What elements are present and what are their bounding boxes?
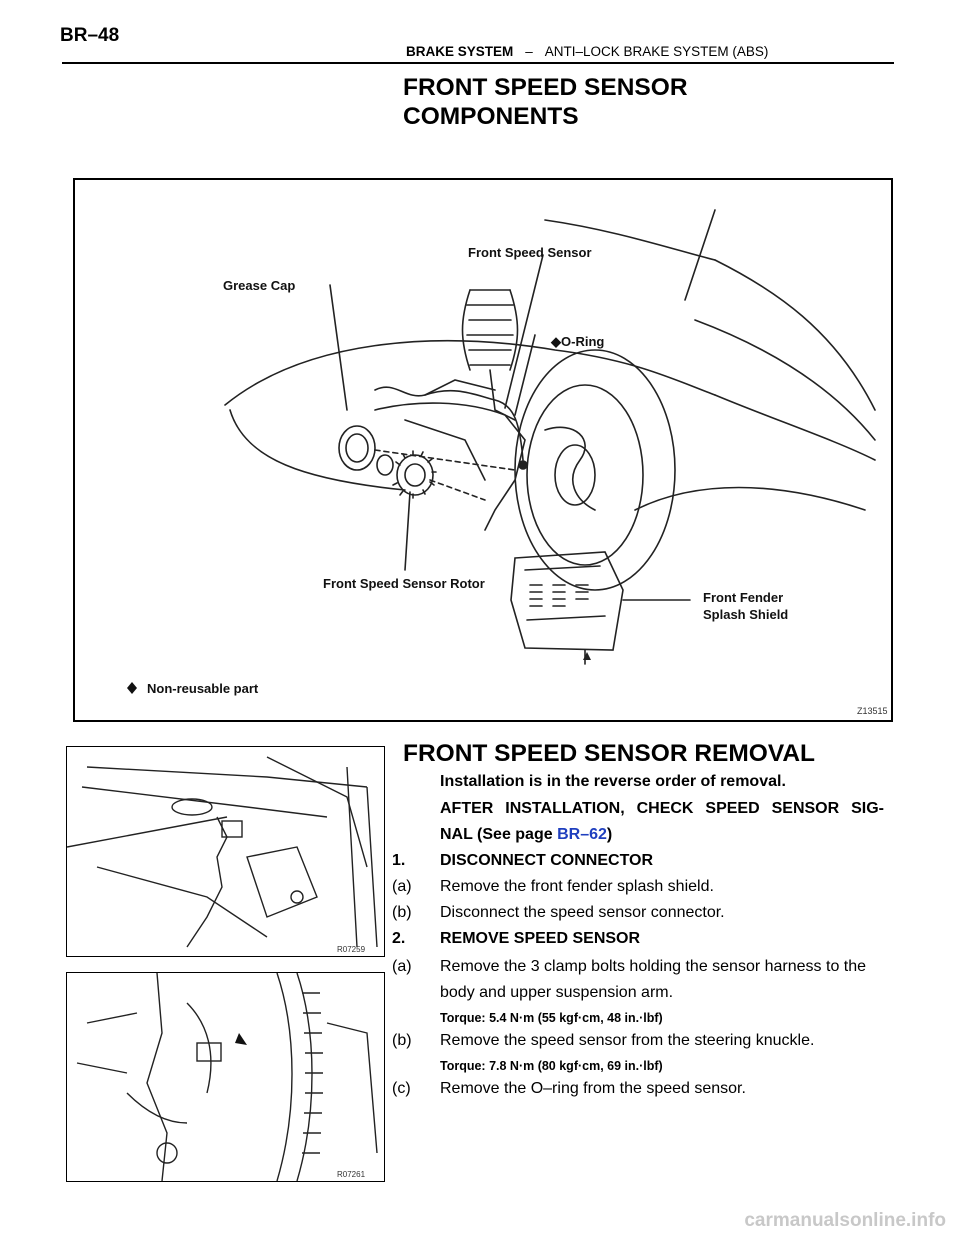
- components-diagram: Front Speed Sensor Grease Cap ◆O-Ring Fr…: [73, 178, 893, 722]
- running-header: BRAKE SYSTEM–ANTI–LOCK BRAKE SYSTEM (ABS…: [406, 44, 768, 59]
- watermark[interactable]: carmanualsonline.info: [744, 1210, 946, 1231]
- header-subject: ANTI–LOCK BRAKE SYSTEM (ABS): [544, 44, 769, 59]
- torque-spec-1: Torque: 5.4 N·m (55 kgf·cm, 48 in.·lbf): [440, 1011, 663, 1025]
- figure-code: Z13515: [857, 706, 888, 716]
- step1-number: 1.: [392, 852, 406, 869]
- install-note: Installation is in the reverse order of …: [440, 773, 786, 790]
- after-install-close: ): [606, 826, 613, 843]
- legend-label: Non-reusable part: [147, 681, 259, 696]
- step2b-mark: (b): [392, 1032, 412, 1049]
- sensor-illustration: R07261: [66, 972, 385, 1182]
- connector-illustration: R07259: [66, 746, 385, 957]
- page-number: BR–48: [60, 25, 120, 46]
- removal-title: FRONT SPEED SENSOR REMOVAL: [403, 740, 816, 767]
- fig-a-code: R07259: [337, 945, 366, 954]
- non-reusable-diamond-icon: [127, 682, 137, 694]
- connector-drawing: R07259: [67, 756, 378, 954]
- label-fender-line2: Splash Shield: [703, 607, 788, 622]
- step2-title: REMOVE SPEED SENSOR: [440, 930, 641, 947]
- step1-title: DISCONNECT CONNECTOR: [440, 852, 654, 869]
- components-drawing: Front Speed Sensor Grease Cap ◆O-Ring Fr…: [127, 209, 888, 716]
- header-system: BRAKE SYSTEM: [406, 44, 514, 59]
- step2-number: 2.: [392, 930, 406, 947]
- step2a-mark: (a): [392, 958, 412, 975]
- label-o-ring: ◆O-Ring: [550, 334, 604, 349]
- components-title: FRONT SPEED SENSOR COMPONENTS: [403, 73, 688, 131]
- step2a-line1: Remove the 3 clamp bolts holding the sen…: [440, 958, 867, 975]
- sensor-drawing: R07261: [76, 973, 378, 1181]
- step2b-text: Remove the speed sensor from the steerin…: [440, 1032, 815, 1049]
- step1b-text: Disconnect the speed sensor connector.: [440, 904, 725, 921]
- label-front-speed-sensor: Front Speed Sensor: [468, 245, 592, 260]
- header-rule: [62, 62, 894, 64]
- label-rotor: Front Speed Sensor Rotor: [323, 576, 485, 591]
- components-title-line2: COMPONENTS: [403, 103, 579, 130]
- step1b-mark: (b): [392, 904, 412, 921]
- fig-b-code: R07261: [337, 1170, 366, 1179]
- torque-spec-2: Torque: 7.8 N·m (80 kgf·cm, 69 in.·lbf): [440, 1059, 663, 1073]
- step2c-text: Remove the O–ring from the speed sensor.: [440, 1080, 746, 1097]
- step1a-text: Remove the front fender splash shield.: [440, 878, 714, 895]
- label-grease-cap: Grease Cap: [223, 278, 295, 293]
- page-link[interactable]: BR–62: [557, 826, 607, 843]
- label-fender-line1: Front Fender: [703, 590, 783, 605]
- step2a-line2: body and upper suspension arm.: [440, 984, 674, 1001]
- after-install-line1: AFTER INSTALLATION, CHECK SPEED SENSOR S…: [440, 800, 884, 817]
- step2c-mark: (c): [392, 1080, 411, 1097]
- header-separator: –: [525, 44, 533, 59]
- arrow-indicator-icon: [235, 1033, 247, 1045]
- components-title-line1: FRONT SPEED SENSOR: [403, 74, 688, 101]
- after-install-line2: NAL (See page BR–62): [440, 825, 612, 845]
- after-install-text: NAL (See page: [440, 826, 558, 843]
- step1a-mark: (a): [392, 878, 412, 895]
